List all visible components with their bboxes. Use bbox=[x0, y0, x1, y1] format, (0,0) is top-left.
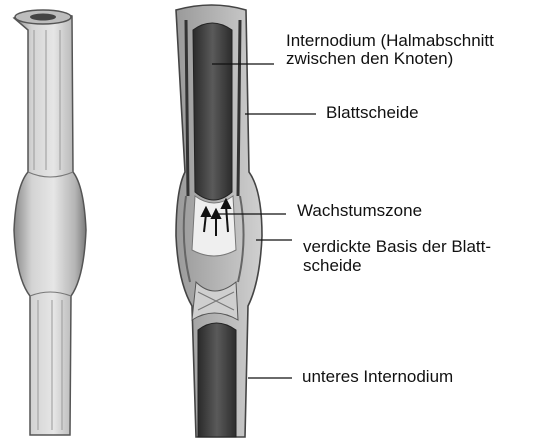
intact-stem bbox=[14, 10, 86, 435]
label-internode-line1: Internodium (Halmabschnitt bbox=[286, 31, 494, 50]
label-lower-internode: unteres Internodium bbox=[302, 367, 453, 386]
label-growth-zone: Wachstumszone bbox=[297, 201, 422, 220]
label-thick-base-line2: scheide bbox=[303, 256, 362, 275]
sectioned-stem bbox=[176, 5, 262, 437]
label-thick-base-line1: verdickte Basis der Blatt- bbox=[303, 237, 491, 256]
label-leaf-sheath: Blattscheide bbox=[326, 103, 419, 122]
label-internode-line2: zwischen den Knoten) bbox=[286, 49, 453, 68]
